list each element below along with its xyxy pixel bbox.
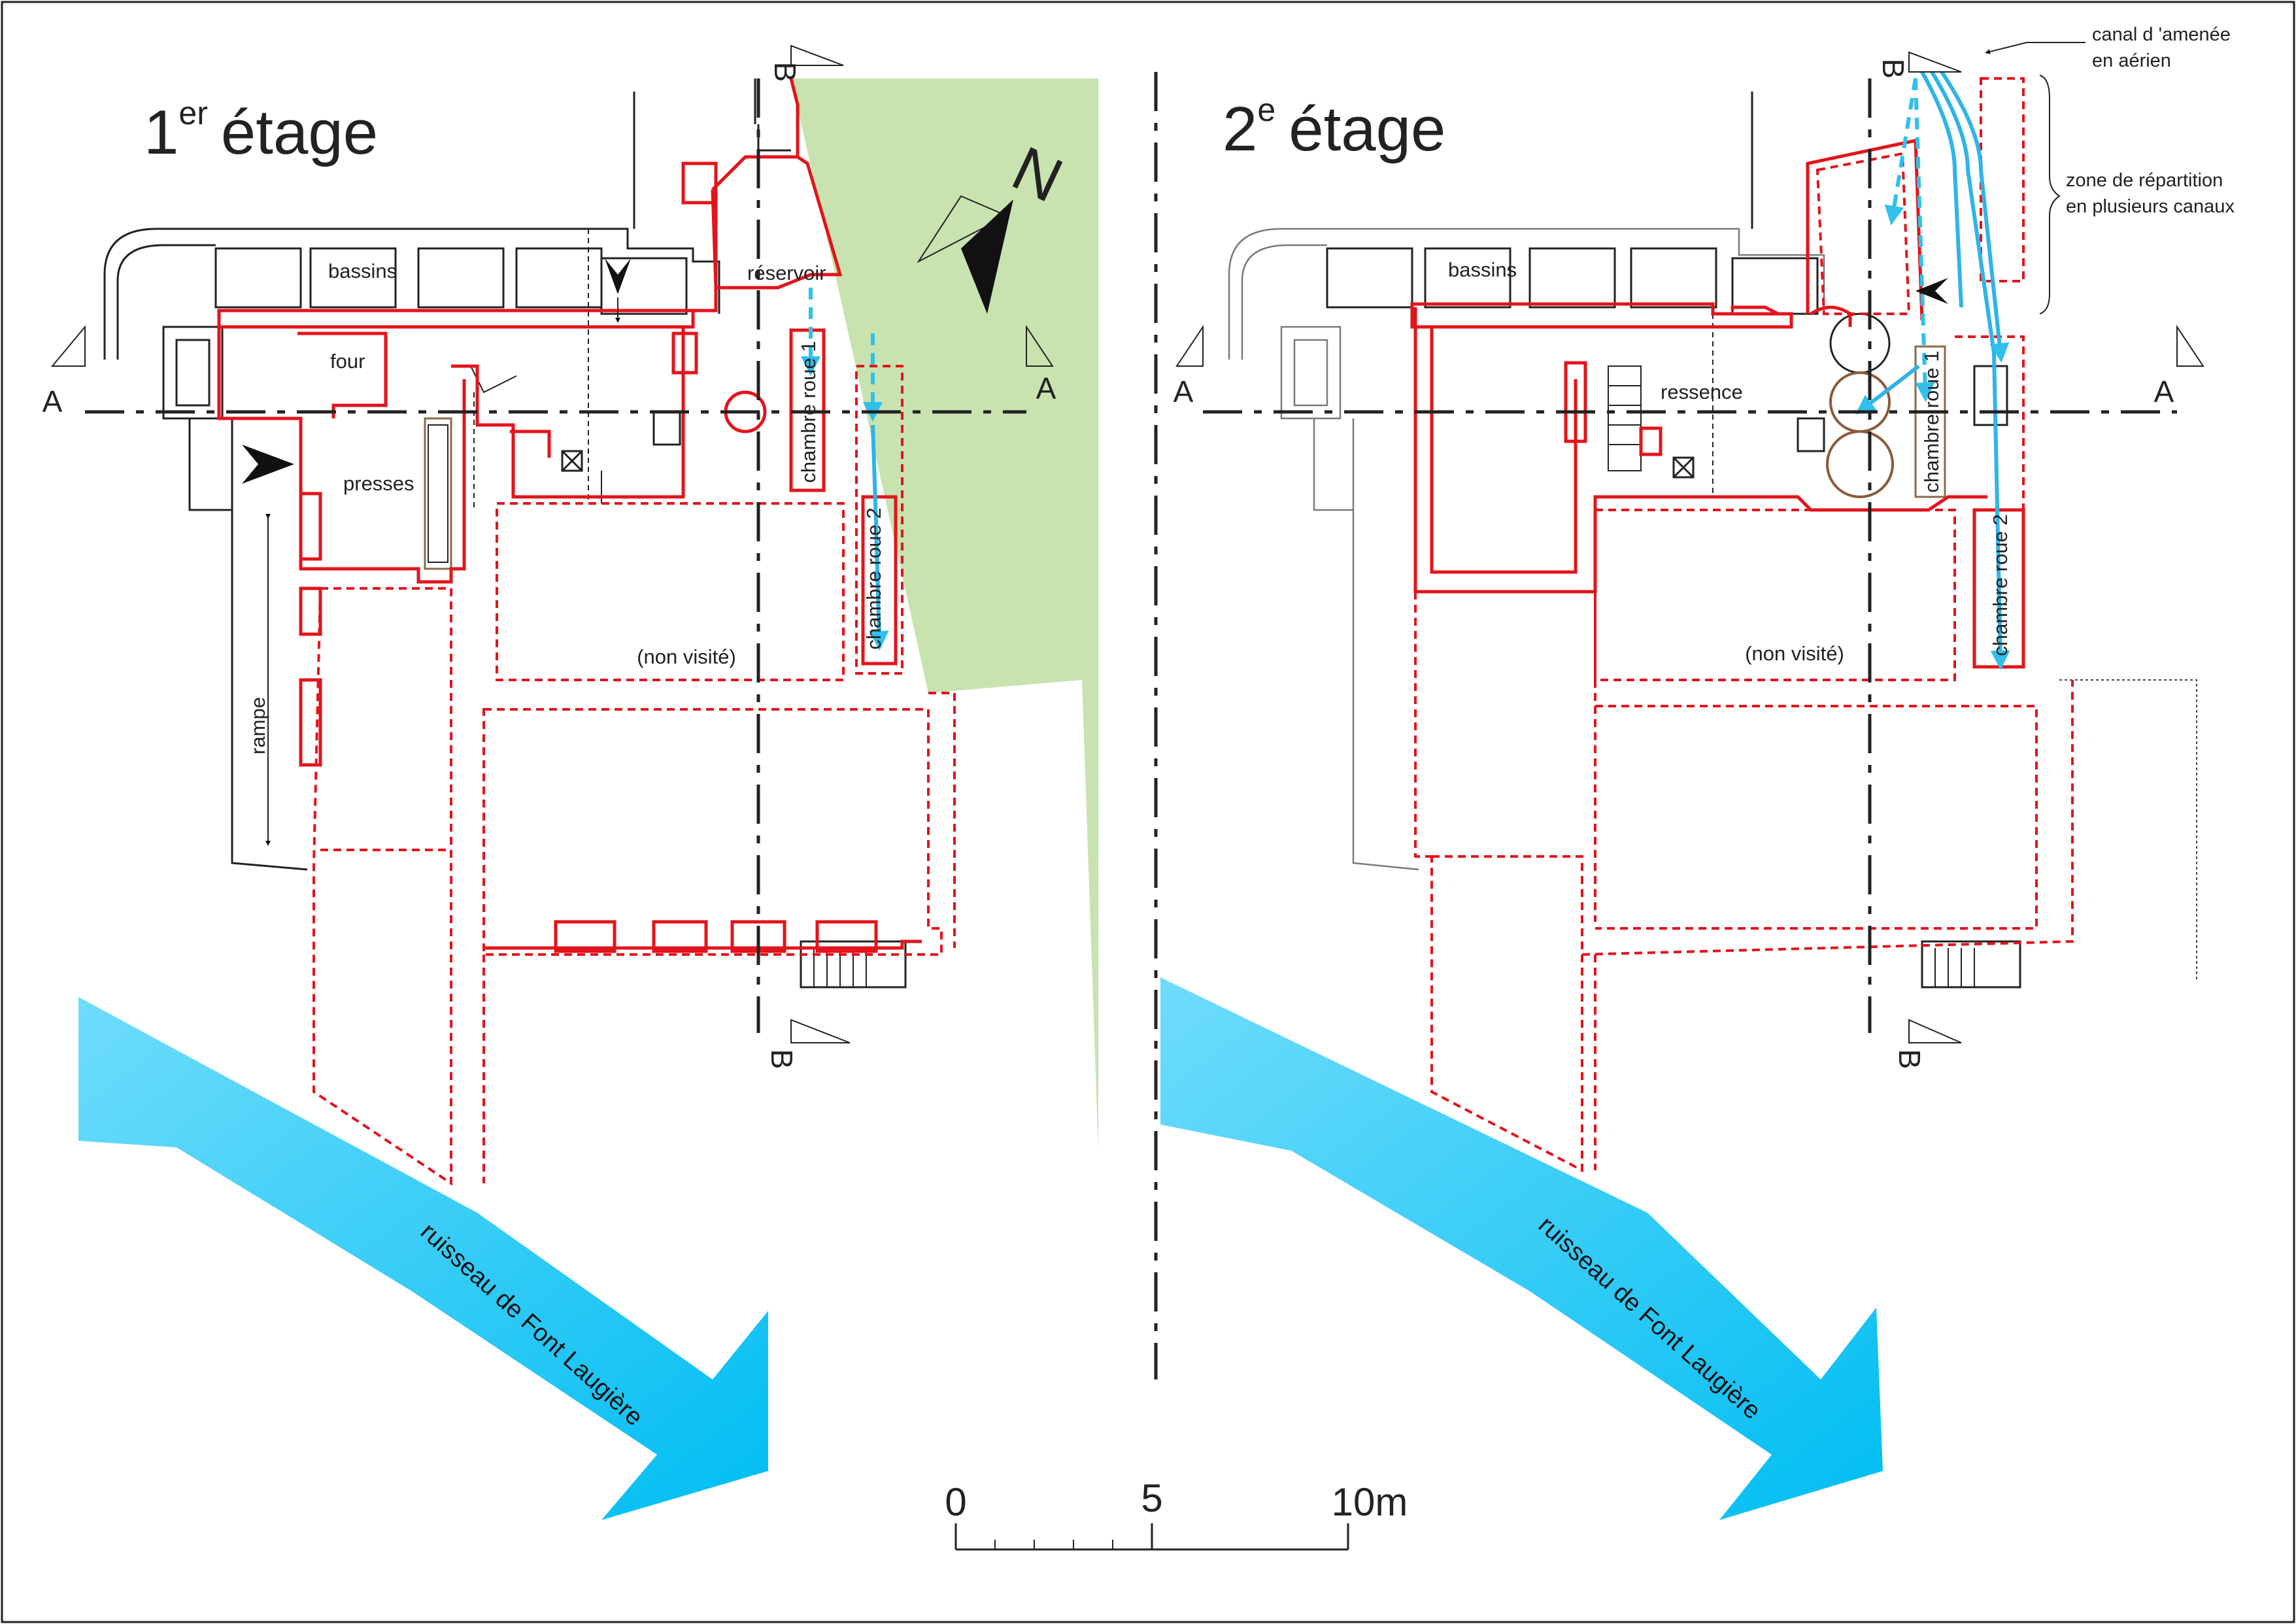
water-canal-right-3 (1940, 71, 2010, 363)
canal-note-leader (1985, 42, 2085, 54)
room-label-reservoir: réservoir (747, 262, 826, 284)
room-label-chambre-roue-1-right: chambre roue 1 (1920, 350, 1943, 492)
room-label-chambre-roue-2-right: chambre roue 2 (1989, 514, 2012, 656)
room-label-presses: presses (343, 472, 414, 495)
plan-first-floor: rampe (42, 44, 1098, 1520)
room-label-chambre-roue-1-left: chambre roue 1 (797, 341, 820, 482)
room-label-four: four (330, 350, 365, 373)
room-label-bassins-right: bassins (1448, 258, 1517, 281)
room-label-non-visite-left: (non visité) (637, 645, 736, 668)
water-canal-right-1 (1920, 71, 1963, 308)
note-canal-line1: canal d 'amenée (2092, 24, 2231, 45)
section-b-label-left: B (768, 62, 802, 82)
section-b-label-right-2: B (1893, 1049, 1927, 1070)
section-b-label-left-2: B (765, 1049, 799, 1070)
scale-bar: 0 5 10m (945, 1476, 1408, 1551)
note-canal-line2: en aérien (2092, 50, 2171, 71)
room-label-chambre-roue-2-left: chambre roue 2 (862, 507, 885, 649)
section-a-label-left-2: A (1036, 371, 1056, 405)
zone-brace (2039, 75, 2061, 314)
room-label-non-visite-right: (non visité) (1745, 642, 1844, 665)
section-a-label-right: A (1173, 375, 1194, 409)
note-zone-line2: en plusieurs canaux (2066, 196, 2235, 217)
scale-label-mid: 5 (1141, 1476, 1162, 1520)
room-label-ressence: ressence (1661, 381, 1743, 403)
scale-label-end: 10m (1332, 1480, 1408, 1524)
room-label-bassins-left: bassins (328, 260, 397, 282)
water-flow-right-5 (1914, 78, 1935, 402)
walls-right (1410, 77, 2074, 1173)
old-walls-left (103, 78, 907, 989)
water-flow-right-4 (1884, 78, 1917, 226)
entrance-arrow-top-left (605, 258, 631, 294)
stream-right (1160, 977, 1883, 1520)
entrance-arrow-right (1916, 278, 1948, 304)
section-a-label-left: A (42, 384, 63, 418)
water-canal-right-2 (1930, 71, 2010, 670)
green-zone (791, 78, 1098, 1151)
section-b-label-right: B (1876, 59, 1910, 79)
rampe-arrow: rampe (246, 514, 271, 846)
old-walls-right (1228, 92, 2197, 989)
note-zone-line1: zone de répartition (2066, 170, 2223, 191)
stream-left (78, 997, 768, 1520)
room-label-rampe: rampe (246, 697, 269, 754)
water-flow-3-left (869, 424, 889, 651)
scale-label-zero: 0 (945, 1480, 966, 1524)
section-a-label-right-2: A (2154, 375, 2174, 409)
entrance-arrow-left (242, 445, 294, 484)
